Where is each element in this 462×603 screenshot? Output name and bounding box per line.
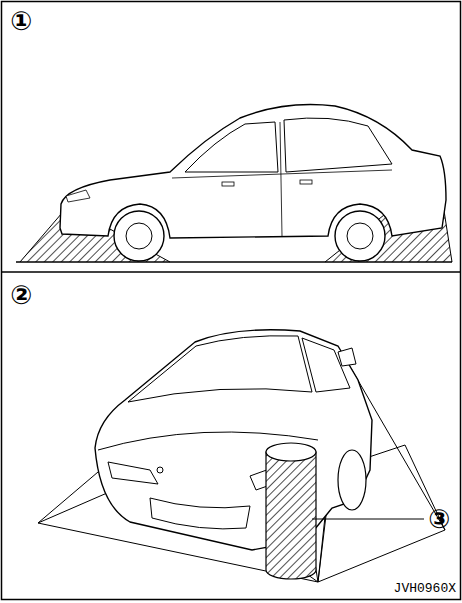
callout-number: ②: [10, 282, 32, 308]
callout-number: ③: [428, 506, 450, 532]
callout-number: ①: [10, 8, 32, 34]
figure-code: JVH0960X: [394, 582, 456, 595]
